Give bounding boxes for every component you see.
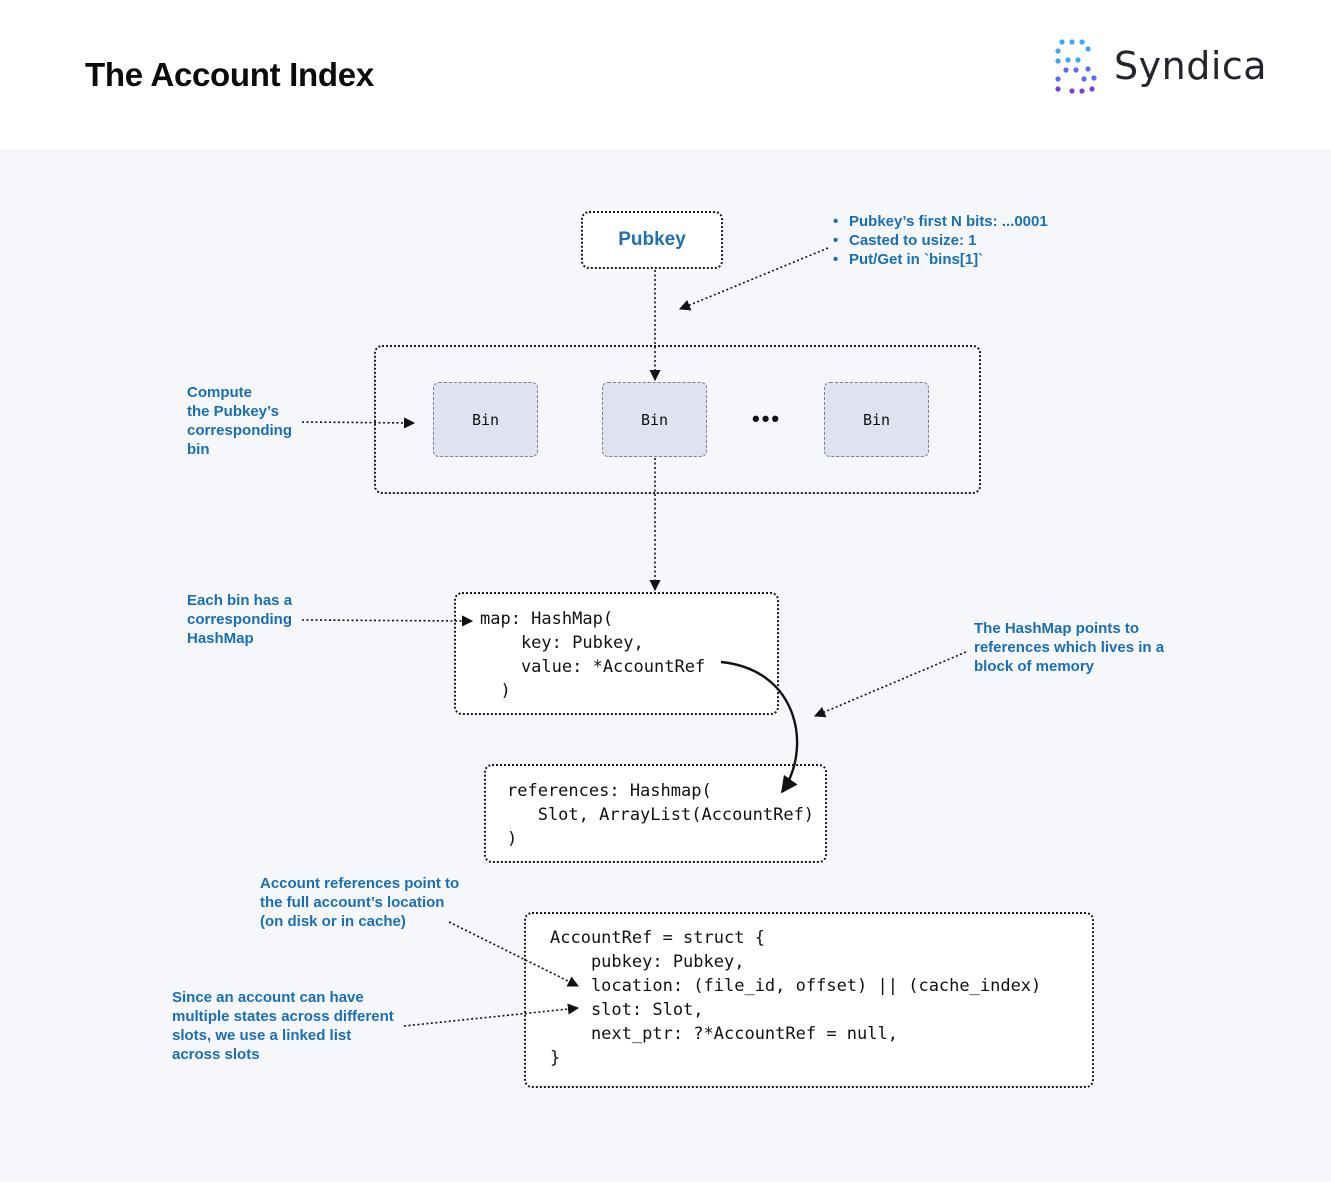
hashmap-points-note: The HashMap points to references which l… bbox=[974, 620, 1165, 675]
accountref-box bbox=[524, 912, 1094, 1088]
hashmap-code: map: HashMap( key: Pubkey, value: *Accou… bbox=[480, 609, 706, 701]
syndica-logo-icon bbox=[1055, 39, 1097, 94]
bin-n: Bin bbox=[824, 382, 929, 457]
bin-0: Bin bbox=[433, 382, 538, 457]
bin-1: Bin bbox=[602, 382, 707, 457]
pubkey-box: Pubkey bbox=[581, 211, 723, 269]
accountref-code: AccountRef = struct { pubkey: Pubkey, lo… bbox=[550, 928, 1042, 1068]
linked-list-note: Since an account can have multiple state… bbox=[172, 989, 394, 1063]
references-code: references: Hashmap( Slot, ArrayList(Acc… bbox=[507, 781, 815, 849]
account-refs-note: Account references point to the full acc… bbox=[260, 875, 460, 930]
note-bullet: •Pubkey’s first N bits: ...0001 bbox=[833, 213, 1048, 230]
note-bullet: •Put/Get in `bins[1]` bbox=[833, 251, 984, 268]
header: The Account Index Syndica bbox=[0, 0, 1331, 149]
each-bin-note: Each bin has a corresponding HashMap bbox=[187, 592, 293, 647]
page-title: The Account Index bbox=[85, 56, 374, 93]
pubkey-label: Pubkey bbox=[618, 229, 686, 250]
bins-container bbox=[374, 345, 981, 494]
note-bullet: •Casted to usize: 1 bbox=[833, 232, 977, 249]
logo-wordmark: Syndica bbox=[1114, 44, 1268, 88]
pubkey-bits-notes: •Pubkey’s first N bits: ...0001 •Casted … bbox=[833, 212, 1048, 269]
syndica-logo: Syndica bbox=[1054, 38, 1274, 98]
bins-ellipsis: ••• bbox=[752, 406, 782, 431]
compute-bin-note: Compute the Pubkey’s corresponding bin bbox=[187, 384, 293, 458]
